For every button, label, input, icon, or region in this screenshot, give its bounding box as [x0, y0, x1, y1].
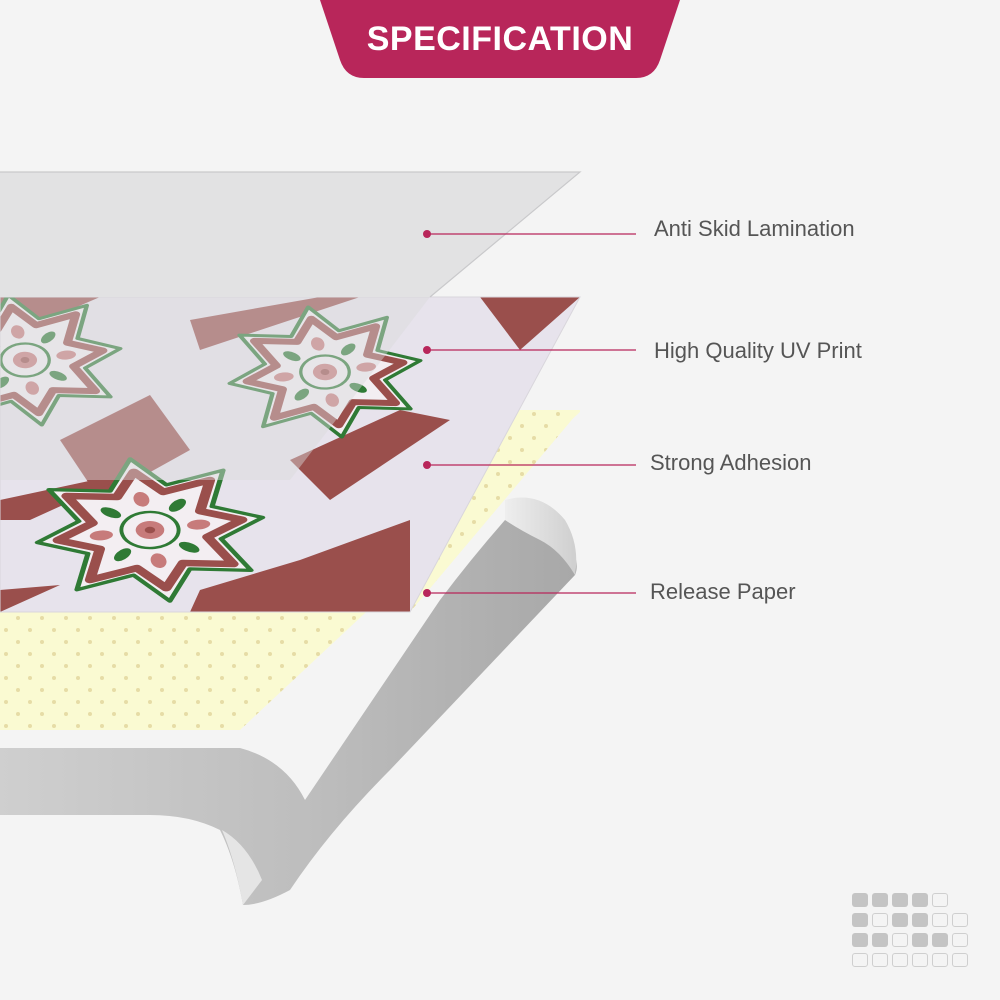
lamination-layer — [0, 171, 582, 480]
label-dot-icon — [423, 589, 431, 597]
logo-cell — [932, 953, 948, 967]
logo-cell — [872, 893, 888, 907]
logo-cell — [952, 933, 968, 947]
label-strong-adhesion: Strong Adhesion — [650, 450, 812, 475]
label-dot-icon — [423, 461, 431, 469]
label-uv-print: High Quality UV Print — [654, 338, 862, 363]
brand-grid-logo-icon — [852, 893, 972, 973]
label-dot-icon — [423, 346, 431, 354]
logo-cell — [872, 933, 888, 947]
logo-cell — [852, 933, 868, 947]
logo-cell — [932, 893, 948, 907]
logo-cell — [932, 913, 948, 927]
logo-cell — [912, 913, 928, 927]
label-dot-icon — [423, 230, 431, 238]
logo-cell — [852, 893, 868, 907]
logo-cell — [912, 933, 928, 947]
logo-cell — [892, 893, 908, 907]
logo-cell — [952, 913, 968, 927]
page-title: SPECIFICATION — [366, 20, 634, 58]
uv-print-layer — [0, 297, 580, 612]
release-paper-layer — [0, 497, 577, 905]
logo-cell — [952, 953, 968, 967]
label-anti-skid-lamination: Anti Skid Lamination — [654, 216, 855, 241]
logo-cell — [912, 893, 928, 907]
logo-cell — [852, 953, 868, 967]
logo-cell — [892, 953, 908, 967]
logo-cell — [872, 953, 888, 967]
label-release-paper: Release Paper — [650, 579, 796, 604]
logo-cell — [892, 913, 908, 927]
logo-cell — [912, 953, 928, 967]
callouts — [423, 230, 636, 597]
logo-cell — [932, 933, 948, 947]
title-tab: SPECIFICATION — [320, 0, 680, 78]
logo-cell — [892, 933, 908, 947]
logo-cell — [872, 913, 888, 927]
logo-cell — [852, 913, 868, 927]
